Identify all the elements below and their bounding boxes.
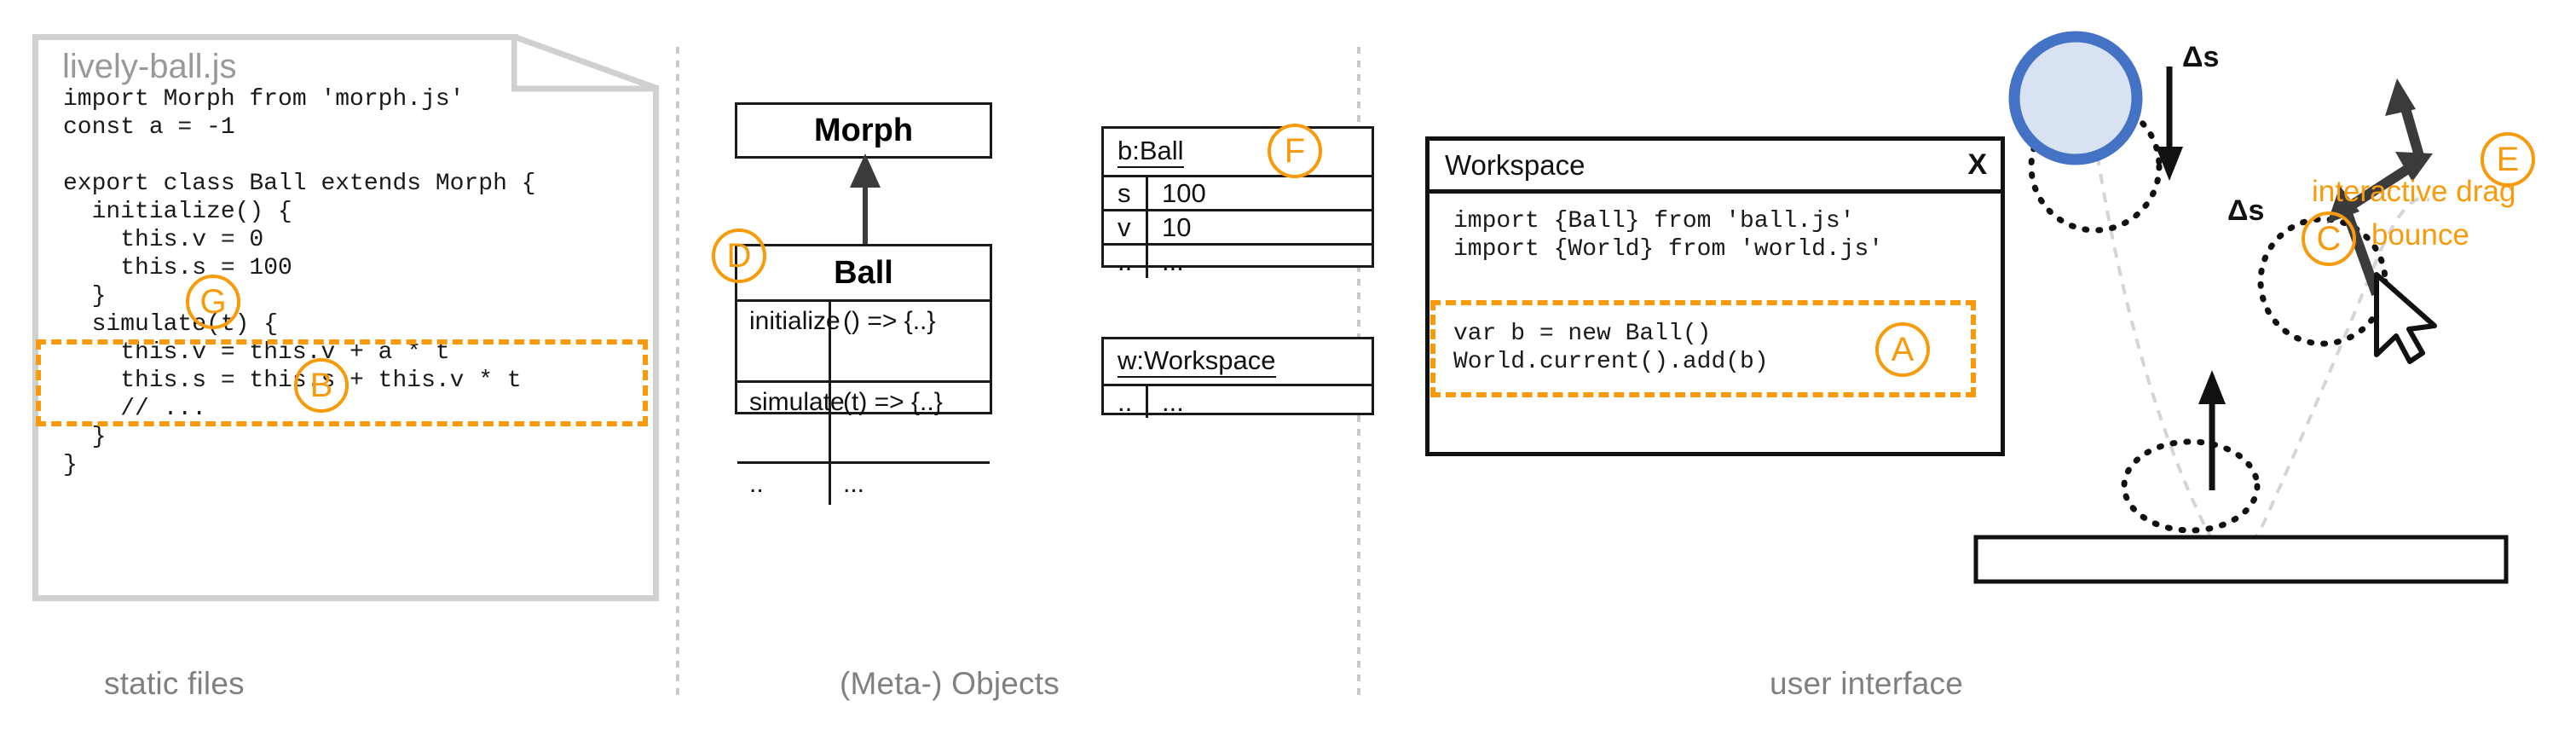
uml-member-signature: (t) => {..} (843, 388, 943, 416)
caption-static-files: static files (104, 666, 245, 701)
uml-member-signature: () => {..} (843, 307, 936, 335)
sheet-edge-right (653, 85, 659, 601)
object-title-text: w:Workspace (1118, 345, 1276, 378)
uml-spacer-right (831, 422, 990, 461)
object-table-b-ball: b:Ball s 100 v 10 .. ... (1101, 126, 1374, 278)
object-row: .. ... (1104, 243, 1372, 278)
workspace-titlebar[interactable]: Workspace X (1430, 141, 2001, 194)
uml-class-ball-name: Ball (834, 254, 893, 291)
object-value: ... (1162, 386, 1184, 417)
uml-member-signature: ... (843, 470, 865, 498)
uml-member-name: initialize (737, 302, 840, 341)
sheet-edge-bottom (32, 595, 659, 601)
highlight-box-workspace-snippet (1430, 300, 1976, 397)
delta-s-arrow-down (2156, 67, 2183, 181)
uml-spacer-left (737, 341, 831, 380)
delta-s-arrow-up (2198, 370, 2226, 490)
annotation-label-d: D (712, 229, 766, 283)
highlight-box-simulate (36, 339, 648, 426)
uml-spacer-left (737, 422, 831, 461)
uml-spacer-right (831, 341, 990, 380)
object-row: s 100 (1104, 175, 1372, 209)
file-name-label: lively-ball.js (62, 48, 237, 85)
uml-row-simulate: simulate (t) => {..} (737, 380, 990, 422)
object-title-w-workspace: w:Workspace (1104, 339, 1372, 384)
uml-row-simulate-spacer (737, 422, 990, 461)
annotation-label-a: A (1875, 322, 1930, 377)
object-title-text: b:Ball (1118, 136, 1184, 168)
ball-shape (2008, 31, 2143, 165)
column-divider-1 (676, 47, 679, 695)
ground-plate (1973, 535, 2509, 584)
object-key: .. (1104, 386, 1148, 418)
sheet-edge-top (32, 34, 518, 40)
page-fold-icon (511, 34, 660, 92)
ghost-ball-bounce (2121, 438, 2261, 534)
object-table-w-workspace: w:Workspace .. ... (1101, 337, 1374, 418)
object-row: v 10 (1104, 209, 1372, 243)
uml-row-ellipsis: .. ... (737, 461, 990, 505)
annotation-label-g: G (186, 275, 240, 329)
uml-member-name: simulate (737, 383, 845, 422)
object-row: .. ... (1104, 384, 1372, 418)
annotation-label-f: F (1268, 124, 1322, 178)
object-key: .. (1104, 246, 1148, 278)
delta-s-label-bottom: Δs (2227, 194, 2265, 227)
annotation-label-c: C (2302, 211, 2356, 266)
workspace-import-code[interactable]: import {Ball} from 'ball.js' import {Wor… (1453, 208, 1884, 263)
object-value: ... (1162, 246, 1184, 276)
workspace-highlight-code[interactable]: var b = new Ball() World.current().add(b… (1453, 321, 1769, 375)
object-value: 100 (1162, 177, 1206, 208)
uml-member-name: .. (737, 464, 831, 505)
caption-meta-objects: (Meta-) Objects (840, 666, 1060, 701)
object-key: s (1104, 177, 1148, 209)
file-source-code: import Morph from 'morph.js' const a = -… (63, 85, 536, 479)
workspace-window[interactable]: Workspace X import {Ball} from 'ball.js'… (1425, 136, 2005, 456)
caption-user-interface: user interface (1770, 666, 1963, 701)
sheet-edge-left (32, 34, 38, 601)
annotation-text-bounce: bounce (2371, 218, 2469, 252)
close-icon[interactable]: X (1967, 148, 1987, 181)
annotation-label-e: E (2481, 132, 2535, 187)
uml-class-ball: Ball initialize () => {..} simulate (t) … (735, 244, 992, 505)
source-file-sheet: lively-ball.js import Morph from 'morph.… (32, 34, 660, 601)
file-code-after: } } (63, 424, 107, 478)
mouse-cursor-icon (2374, 272, 2437, 364)
annotation-text-interactive-drag: interactive drag (2312, 175, 2516, 208)
uml-class-morph: Morph (735, 102, 992, 159)
workspace-title: Workspace (1445, 148, 1585, 181)
object-key: v (1104, 211, 1148, 243)
uml-class-morph-name: Morph (813, 112, 914, 148)
object-title-b-ball: b:Ball (1104, 129, 1372, 175)
object-value: 10 (1162, 211, 1192, 242)
uml-row-initialize-spacer (737, 341, 990, 380)
file-code-before: import Morph from 'morph.js' const a = -… (63, 86, 536, 310)
uml-row-initialize: initialize () => {..} (737, 299, 990, 341)
delta-s-label-top: Δs (2182, 41, 2220, 73)
inheritance-arrow-icon (850, 153, 881, 246)
bouncing-ball-scene (1973, 31, 2509, 584)
annotation-label-b: B (294, 358, 349, 413)
